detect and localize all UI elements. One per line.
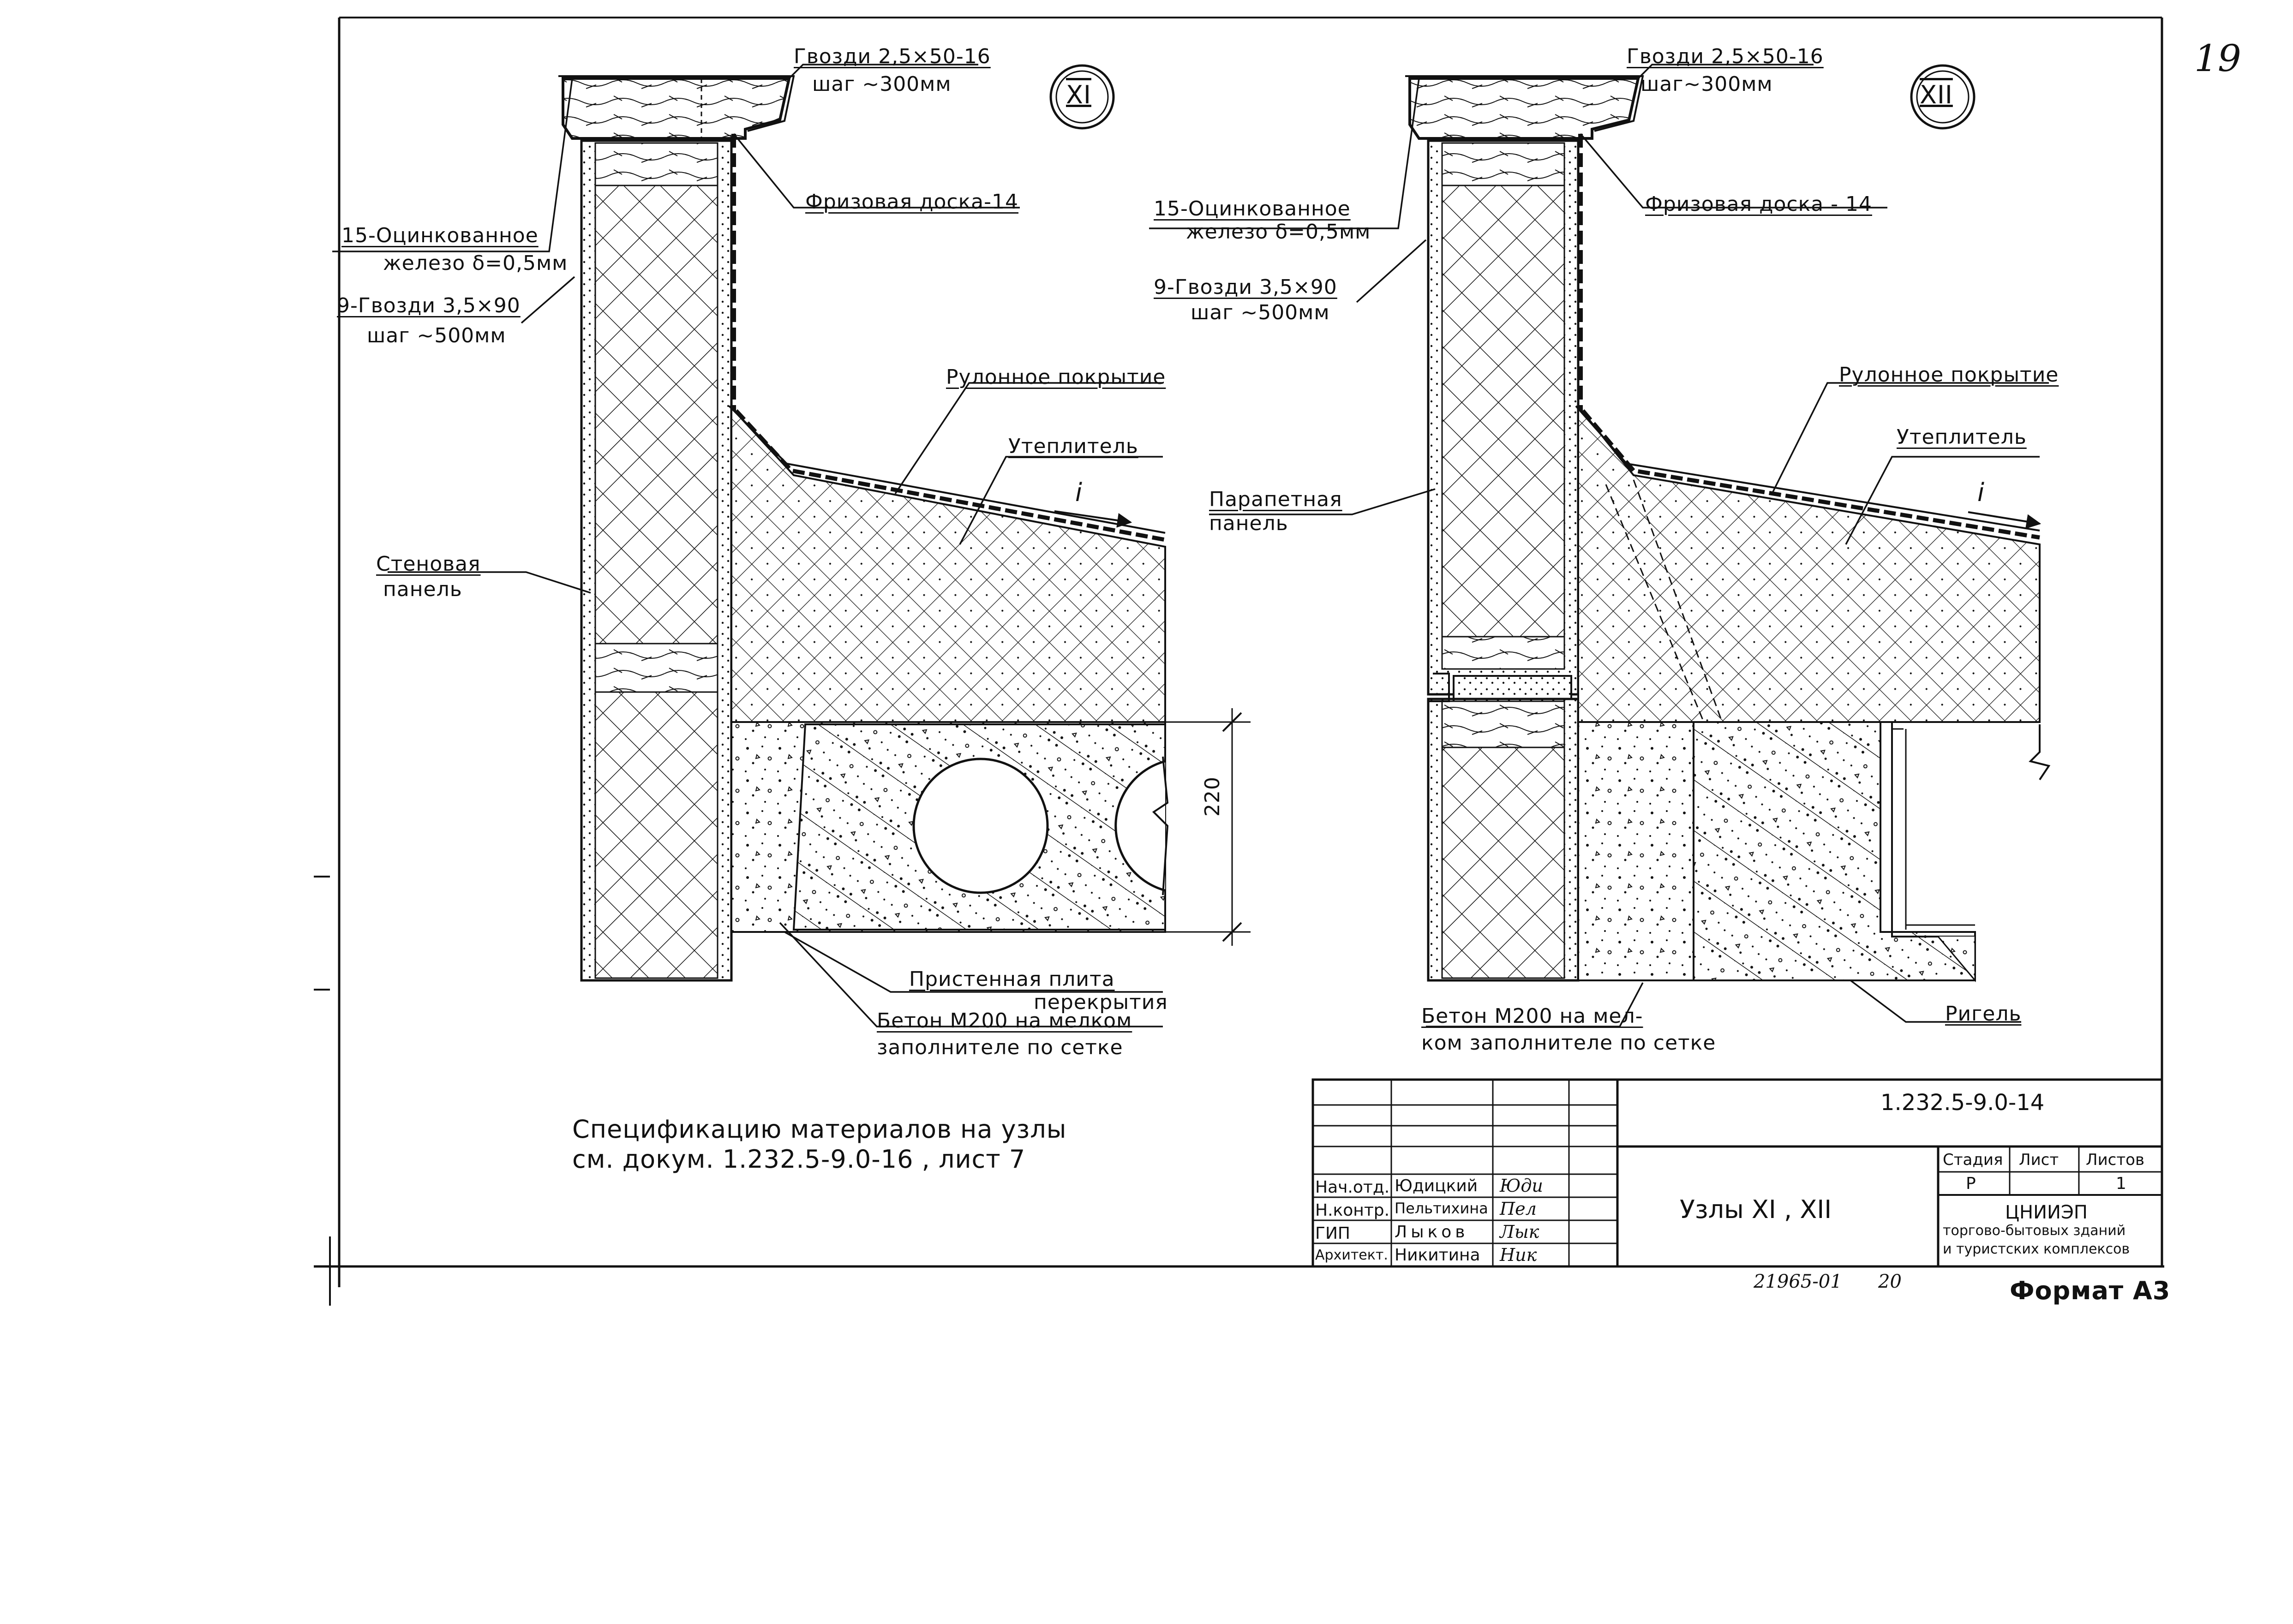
xii-girder: Ригель <box>1945 1002 2022 1026</box>
signer-name-3: Лыков <box>1395 1223 1469 1242</box>
page-number: 19 <box>2194 37 2241 80</box>
xi-slab-2: перекрытия <box>1034 991 1168 1014</box>
xii-parapet-1: Парапетная <box>1209 488 1342 511</box>
xii-concrete-1: Бетон М200 на мел- <box>1421 1004 1643 1028</box>
signature-3: Лык <box>1500 1222 1539 1242</box>
xi-slope: i <box>1075 478 1083 507</box>
signer-name-1: Юдицкий <box>1395 1176 1478 1195</box>
xi-nails-top-step: шаг ~300мм <box>812 72 952 96</box>
signer-role-3: ГИП <box>1315 1224 1350 1243</box>
inventory-number: 21965-01 <box>1754 1271 1842 1292</box>
xii-parapet-2: панель <box>1209 512 1288 535</box>
xi-nails-top: Гвозди 2,5×50-16 <box>794 45 991 68</box>
signer-name-4: Никитина <box>1395 1246 1480 1265</box>
xii-galv-iron-2: железо δ=0,5мм <box>1186 220 1371 244</box>
org-name-2: торгово-бытовых зданий <box>1943 1223 2126 1239</box>
xii-frieze-board: Фризовая доска - 14 <box>1645 192 1872 216</box>
stage-value: Р <box>1966 1174 1976 1193</box>
signer-name-2: Пельтихина <box>1395 1200 1488 1217</box>
org-name-1: ЦНИИЭП <box>2005 1202 2088 1223</box>
inventory-sheet: 20 <box>1878 1271 1902 1292</box>
stage-header: Стадия <box>1943 1151 2003 1169</box>
xi-slab-1: Пристенная плита <box>909 967 1115 991</box>
frieze-cap <box>562 77 791 140</box>
xi-nails-side-step: шаг ~500мм <box>367 324 506 347</box>
doc-code: 1.232.5-9.0-14 <box>1880 1090 2045 1116</box>
title-block <box>1311 1078 2163 1268</box>
signature-1: Юди <box>1500 1176 1543 1196</box>
xi-galv-iron-2: железо δ=0,5мм <box>383 251 568 275</box>
drawing-title: Узлы XI , XII <box>1680 1195 1832 1224</box>
signature-2: Пел <box>1500 1199 1537 1219</box>
xi-wall-panel-2: панель <box>383 578 462 601</box>
xii-nails-side-step: шаг ~500мм <box>1191 301 1330 324</box>
xii-nails-side: 9-Гвозди 3,5×90 <box>1154 275 1337 299</box>
xi-roll-cover: Рулонное покрытие <box>946 365 1166 389</box>
node-xii-drawing <box>1149 64 2051 1027</box>
xii-roll-cover: Рулонное покрытие <box>1839 363 2059 387</box>
signer-role-2: Н.контр. <box>1315 1201 1390 1220</box>
xii-insulation: Утеплитель <box>1897 425 2027 449</box>
xi-frieze-board: Фризовая доска-14 <box>805 190 1019 214</box>
spec-note-line-2: см. докум. 1.232.5-9.0-16 , лист 7 <box>572 1145 1026 1174</box>
signer-role-1: Нач.отд. <box>1315 1178 1390 1197</box>
xi-wall-panel-1: Стеновая <box>376 552 481 576</box>
xi-galv-iron-1: 15-Оцинкованное <box>341 224 539 247</box>
sheet-format: Формат А3 <box>2010 1276 2171 1305</box>
signature-4: Ник <box>1500 1245 1537 1265</box>
sheet-header: Лист <box>2019 1151 2059 1169</box>
node-xi-mark: XI <box>1066 80 1091 109</box>
xii-slope: i <box>1977 478 1985 507</box>
signer-role-4: Архитект. <box>1315 1247 1388 1263</box>
xi-dimension: 220 <box>1201 776 1224 817</box>
xi-nails-side: 9-Гвозди 3,5×90 <box>337 294 521 317</box>
xii-nails-top-step: шаг~300мм <box>1640 72 1773 96</box>
xii-galv-iron-1: 15-Оцинкованное <box>1154 197 1351 221</box>
xi-concrete-1: Бетон М200 на мелком <box>877 1009 1132 1033</box>
xii-nails-top: Гвозди 2,5×50-16 <box>1627 45 1824 68</box>
sheets-header: Листов <box>2086 1151 2145 1169</box>
insulation-xii <box>1577 403 2041 723</box>
node-xi-drawing <box>332 64 1251 1027</box>
girder <box>1693 721 1976 981</box>
xi-concrete-2: заполнителе по сетке <box>877 1036 1123 1059</box>
spec-note-line-1: Спецификацию материалов на узлы <box>572 1115 1067 1144</box>
xii-concrete-2: ком заполнителе по сетке <box>1421 1031 1716 1055</box>
node-xii-mark: XII <box>1920 80 1953 109</box>
org-name-3: и туристских комплексов <box>1943 1241 2130 1257</box>
xi-insulation: Утеплитель <box>1008 435 1138 458</box>
sheets-value: 1 <box>2116 1174 2126 1193</box>
